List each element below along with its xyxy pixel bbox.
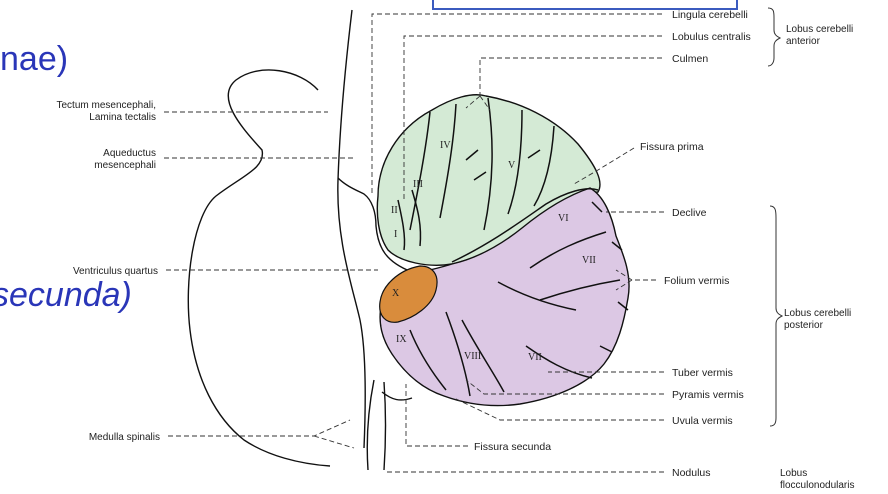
lobule-VIIb-label: VII (528, 352, 542, 363)
label-lobulus-centralis: Lobulus centralis (672, 31, 751, 43)
label-lobus-anterior-line2: anterior (786, 36, 821, 47)
label-uvula-vermis: Uvula vermis (672, 415, 733, 427)
label-medulla-spinalis: Medulla spinalis (89, 432, 160, 443)
label-fissura-secunda: Fissura secunda (474, 441, 551, 453)
label-lobus-posterior-line1: Lobus cerebelli (784, 308, 851, 319)
label-pyramis-vermis: Pyramis vermis (672, 389, 744, 401)
group-braces (768, 8, 782, 426)
label-lobus-anterior-line1: Lobus cerebelli (786, 24, 853, 35)
lobule-V-label: V (508, 160, 516, 171)
brainstem-outline (188, 10, 412, 470)
lobule-IX-label: IX (396, 334, 407, 345)
label-culmen: Culmen (672, 53, 708, 65)
label-aqueductus-line2: mesencephali (94, 160, 156, 171)
lobule-VI-label: VI (558, 213, 569, 224)
label-fissura-prima: Fissura prima (640, 141, 704, 153)
label-lobus-flocculo-line2: flocculonodularis (780, 480, 855, 491)
label-nodulus: Nodulus (672, 467, 711, 479)
label-ventriculus-quartus: Ventriculus quartus (73, 266, 158, 277)
label-tectum-line1: Tectum mesencephali, (57, 100, 157, 111)
label-declive: Declive (672, 207, 707, 219)
label-lingula-cerebelli: Lingula cerebelli (672, 9, 748, 21)
lobule-III-label: III (413, 179, 423, 190)
label-tectum-line2: Lamina tectalis (89, 112, 156, 123)
left-leader-lines (164, 112, 378, 448)
lobule-IV-label: IV (440, 140, 451, 151)
lobule-VIII-label: VIII (464, 351, 481, 362)
lobule-II-label: II (391, 205, 398, 216)
lobule-VIIa-label: VII (582, 255, 596, 266)
label-tuber-vermis: Tuber vermis (672, 367, 733, 379)
label-lobus-posterior-line2: posterior (784, 320, 824, 331)
label-folium-vermis: Folium vermis (664, 275, 729, 287)
lobule-X-label: X (392, 288, 400, 299)
lobule-I-label: I (394, 229, 397, 240)
label-aqueductus-line1: Aqueductus (103, 148, 156, 159)
label-lobus-flocculo-line1: Lobus (780, 468, 807, 479)
